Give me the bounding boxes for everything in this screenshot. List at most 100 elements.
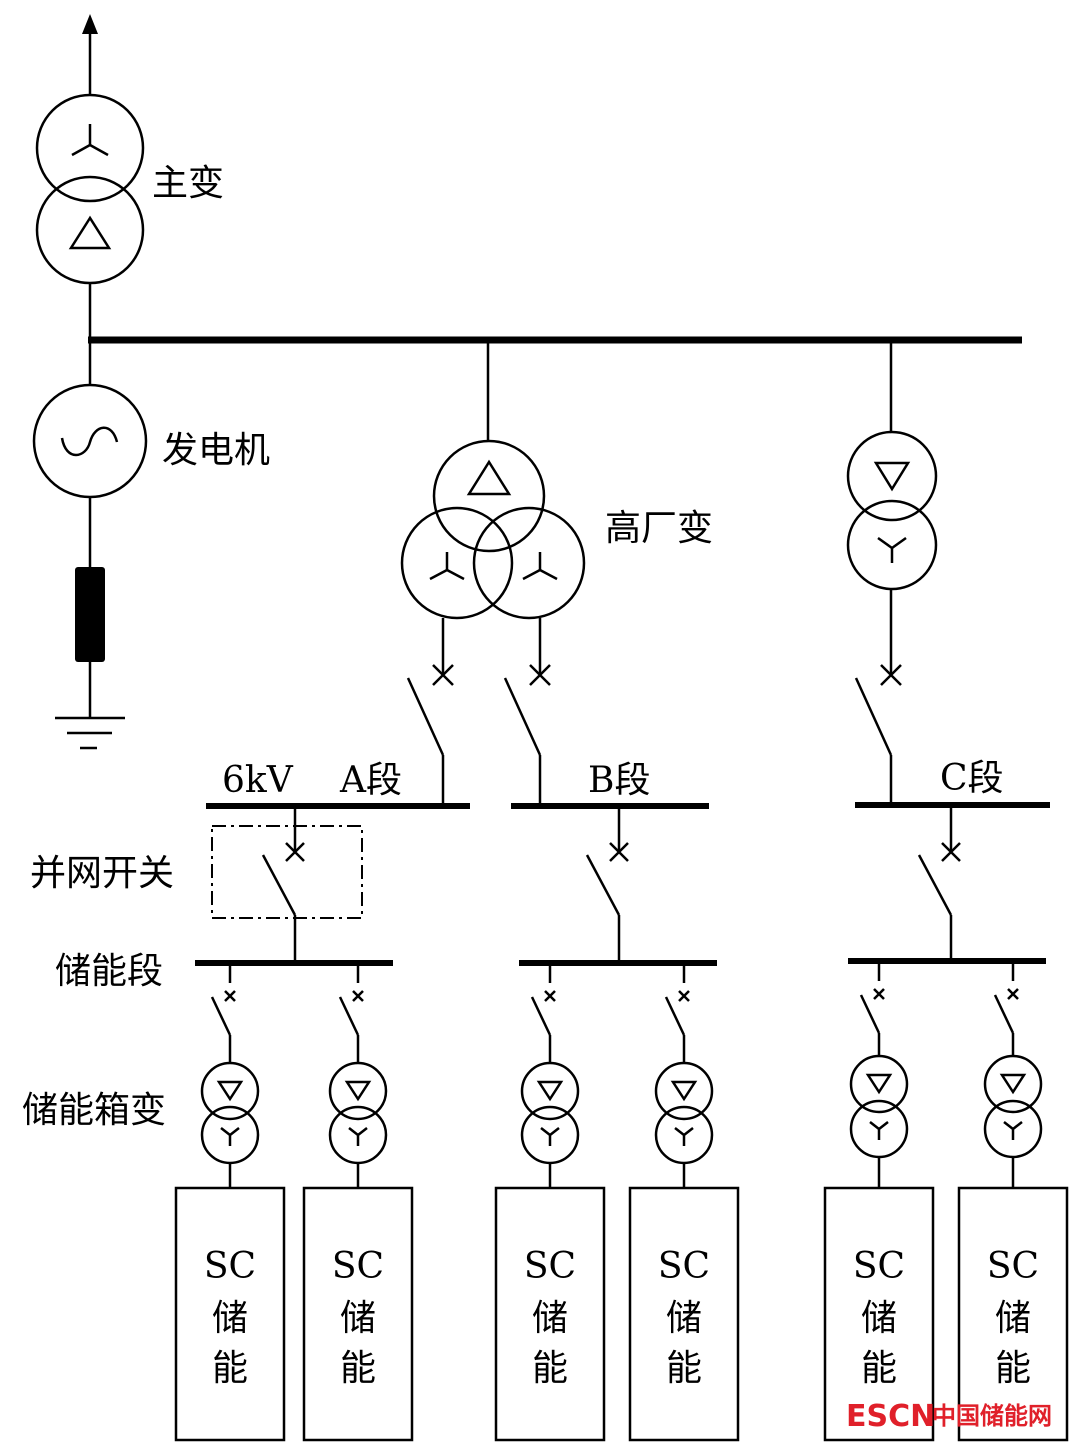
incoming-feeder <box>854 589 902 805</box>
storage-box-text: 储 <box>340 1298 376 1339</box>
storage-box-transformer-label: 储能箱变 <box>22 1090 166 1131</box>
watermark: ESCN 中国储能网 <box>846 1399 1052 1434</box>
delta-symbol-icon <box>466 459 512 496</box>
wye-symbol-icon <box>869 1121 889 1140</box>
grid-connection-switch <box>585 806 629 963</box>
grid-switch-label: 并网开关 <box>30 853 174 894</box>
breaker-x-icon <box>678 990 690 1002</box>
breaker-x-icon <box>352 990 364 1002</box>
main-transformer <box>35 14 145 385</box>
wye-symbol-icon <box>348 1127 368 1146</box>
switch-blade[interactable] <box>917 854 953 916</box>
storage-box <box>302 1186 414 1442</box>
breaker-x-icon <box>609 842 629 862</box>
section-b-label: B段 <box>588 760 650 801</box>
storage-section-label: 储能段 <box>55 951 163 992</box>
storage-box-text: 储 <box>861 1298 897 1339</box>
box-transformer-winding <box>520 1061 580 1121</box>
breaker-x-icon <box>529 664 551 686</box>
generator <box>32 383 148 750</box>
storage-box-text: SC <box>853 1246 905 1287</box>
storage-unit: SC 储能 <box>628 963 740 1442</box>
arrow-up-icon <box>82 14 98 34</box>
breaker-x-icon <box>941 842 961 862</box>
breaker-x-icon <box>224 990 236 1002</box>
voltage-label: 6kV <box>222 760 294 801</box>
grounding-resistor <box>75 567 105 662</box>
breaker-x-icon <box>285 842 305 862</box>
wye-symbol-icon <box>71 124 109 157</box>
switch-blade[interactable] <box>859 994 881 1034</box>
incoming-feeder <box>503 618 551 806</box>
delta-symbol-icon <box>536 1080 564 1102</box>
plant-transformer <box>400 340 586 620</box>
ground-icon <box>55 716 125 750</box>
delta-symbol-icon <box>999 1073 1027 1095</box>
storage-box-text: 储 <box>212 1298 248 1339</box>
storage-box-text: 能 <box>861 1348 897 1389</box>
storage-box <box>628 1186 740 1442</box>
switch-blade[interactable] <box>210 996 232 1036</box>
wye-symbol-icon <box>429 552 465 581</box>
delta-symbol-icon <box>670 1080 698 1102</box>
delta-symbol-icon <box>216 1080 244 1102</box>
storage-box-text: 储 <box>532 1298 568 1339</box>
storage-box <box>174 1186 286 1442</box>
switch-blade[interactable] <box>664 996 686 1036</box>
switch-blade[interactable] <box>406 677 445 756</box>
storage-box <box>494 1186 606 1442</box>
breaker-x-icon <box>873 988 885 1000</box>
storage-box-text: 能 <box>532 1348 568 1389</box>
storage-box-text: 储 <box>666 1298 702 1339</box>
grid-connection-switch <box>261 806 305 963</box>
delta-symbol-icon <box>68 215 112 250</box>
grid-switch-box <box>211 825 363 919</box>
storage-unit: SC 储能 <box>302 963 414 1442</box>
switch-blade[interactable] <box>338 996 360 1036</box>
storage-box-text: 能 <box>666 1348 702 1389</box>
switch-blade[interactable] <box>854 677 893 756</box>
generator-label: 发电机 <box>162 430 270 471</box>
breaker-x-icon <box>1007 988 1019 1000</box>
delta-symbol-icon <box>344 1080 372 1102</box>
switch-blade[interactable] <box>993 994 1015 1034</box>
winding-circle <box>35 93 145 203</box>
switch-blade[interactable] <box>530 996 552 1036</box>
main-transformer-label: 主变 <box>152 163 224 204</box>
wye-symbol-icon <box>522 552 558 581</box>
c-section-transformer <box>846 340 938 591</box>
storage-box-text: SC <box>204 1246 256 1287</box>
storage-box-text: 能 <box>340 1348 376 1389</box>
storage-box-text: SC <box>332 1246 384 1287</box>
storage-unit: SC 储能 <box>494 963 606 1442</box>
section-a-label: A段 <box>339 760 402 801</box>
breaker-x-icon <box>432 664 454 686</box>
incoming-feeder <box>406 618 454 806</box>
watermark-latin: ESCN <box>846 1399 935 1434</box>
switch-blade[interactable] <box>261 854 297 916</box>
storage-box-text: SC <box>658 1246 710 1287</box>
box-transformer-winding <box>849 1054 909 1114</box>
breaker-x-icon <box>544 990 556 1002</box>
box-transformer-winding <box>328 1061 388 1121</box>
storage-unit: SC 储能 <box>957 961 1069 1442</box>
wye-symbol-icon <box>1003 1121 1023 1140</box>
breaker-x-icon <box>880 664 902 686</box>
box-transformer-winding <box>200 1061 260 1121</box>
winding-circle <box>35 175 145 285</box>
grid-connection-switch <box>917 805 961 961</box>
wye-symbol-icon <box>540 1127 560 1146</box>
storage-unit: SC 储能 <box>823 961 935 1442</box>
delta-symbol-icon <box>873 461 911 492</box>
storage-box-text: 能 <box>995 1348 1031 1389</box>
switch-blade[interactable] <box>585 854 621 916</box>
sine-wave-icon <box>60 426 119 457</box>
storage-box-text: 储 <box>995 1298 1031 1339</box>
switch-blade[interactable] <box>503 677 542 756</box>
storage-box-text: SC <box>987 1246 1039 1287</box>
watermark-cjk: 中国储能网 <box>932 1402 1052 1430</box>
wye-symbol-icon <box>674 1127 694 1146</box>
storage-box-text: SC <box>524 1246 576 1287</box>
